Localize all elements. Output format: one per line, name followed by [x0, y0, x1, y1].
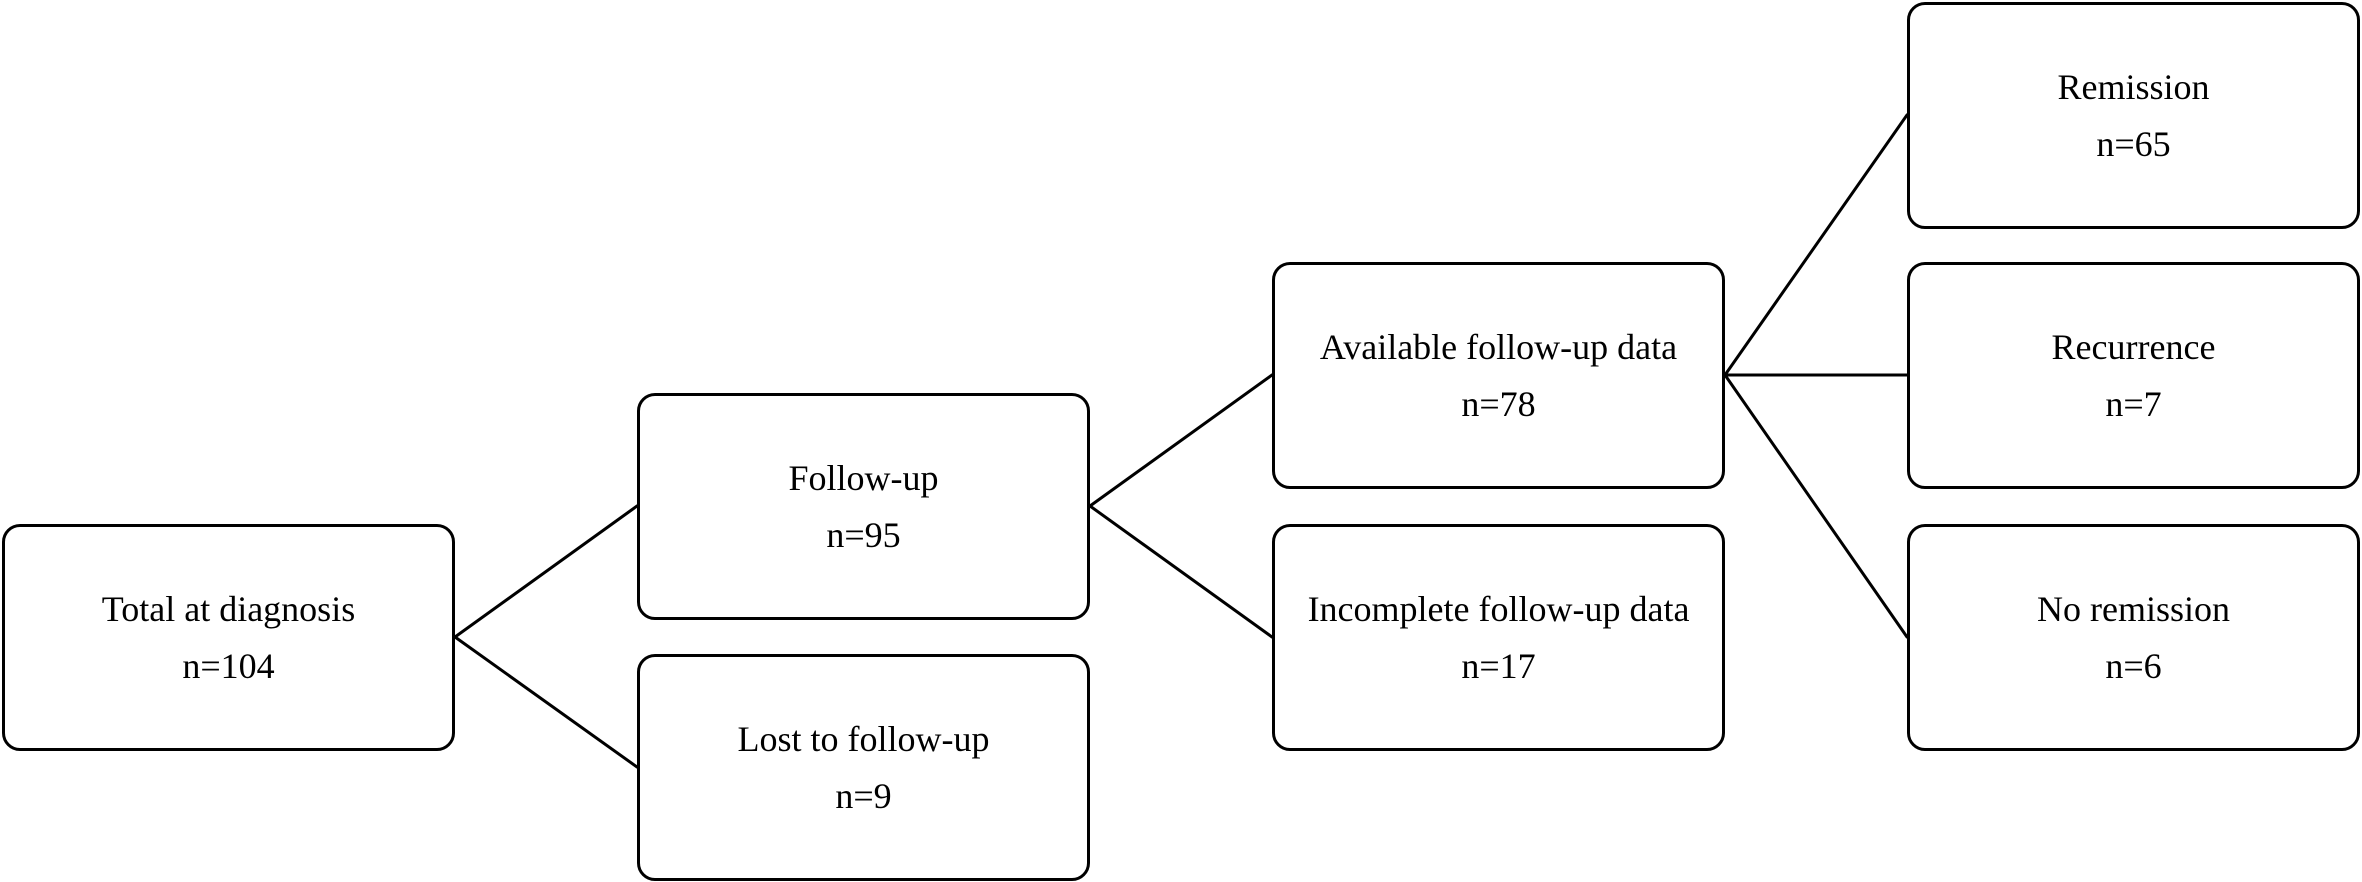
node-label: No remission: [2037, 588, 2230, 629]
node-remission: Remission n=65: [1907, 2, 2360, 229]
connector-available-to-remission: [1723, 113, 1909, 377]
node-label: Lost to follow-up: [737, 718, 990, 759]
node-lost-to-follow-up: Lost to follow-up n=9: [637, 654, 1090, 881]
node-count: n=78: [1461, 383, 1536, 424]
node-label: Remission: [2057, 66, 2210, 107]
node-label: Recurrence: [2051, 326, 2216, 367]
node-label: Incomplete follow-up data: [1307, 588, 1690, 629]
connector-total-to-followup: [453, 504, 639, 639]
node-follow-up: Follow-up n=95: [637, 393, 1090, 620]
node-count: n=9: [835, 775, 892, 816]
node-no-remission: No remission n=6: [1907, 524, 2360, 751]
node-count: n=7: [2105, 383, 2162, 424]
node-incomplete-follow-up-data: Incomplete follow-up data n=17: [1272, 524, 1725, 751]
node-count: n=65: [2096, 123, 2171, 164]
node-count: n=104: [182, 645, 275, 686]
connector-total-to-lost: [453, 635, 639, 769]
node-count: n=6: [2105, 645, 2162, 686]
node-recurrence: Recurrence n=7: [1907, 262, 2360, 489]
connector-available-to-no-remission: [1723, 373, 1909, 639]
node-label: Available follow-up data: [1319, 326, 1678, 367]
node-count: n=95: [826, 514, 901, 555]
connector-followup-to-available: [1088, 373, 1274, 508]
node-available-follow-up-data: Available follow-up data n=78: [1272, 262, 1725, 489]
connector-followup-to-incomplete: [1088, 504, 1274, 639]
node-total-at-diagnosis: Total at diagnosis n=104: [2, 524, 455, 751]
node-label: Follow-up: [788, 457, 939, 498]
node-label: Total at diagnosis: [101, 588, 356, 629]
node-count: n=17: [1461, 645, 1536, 686]
